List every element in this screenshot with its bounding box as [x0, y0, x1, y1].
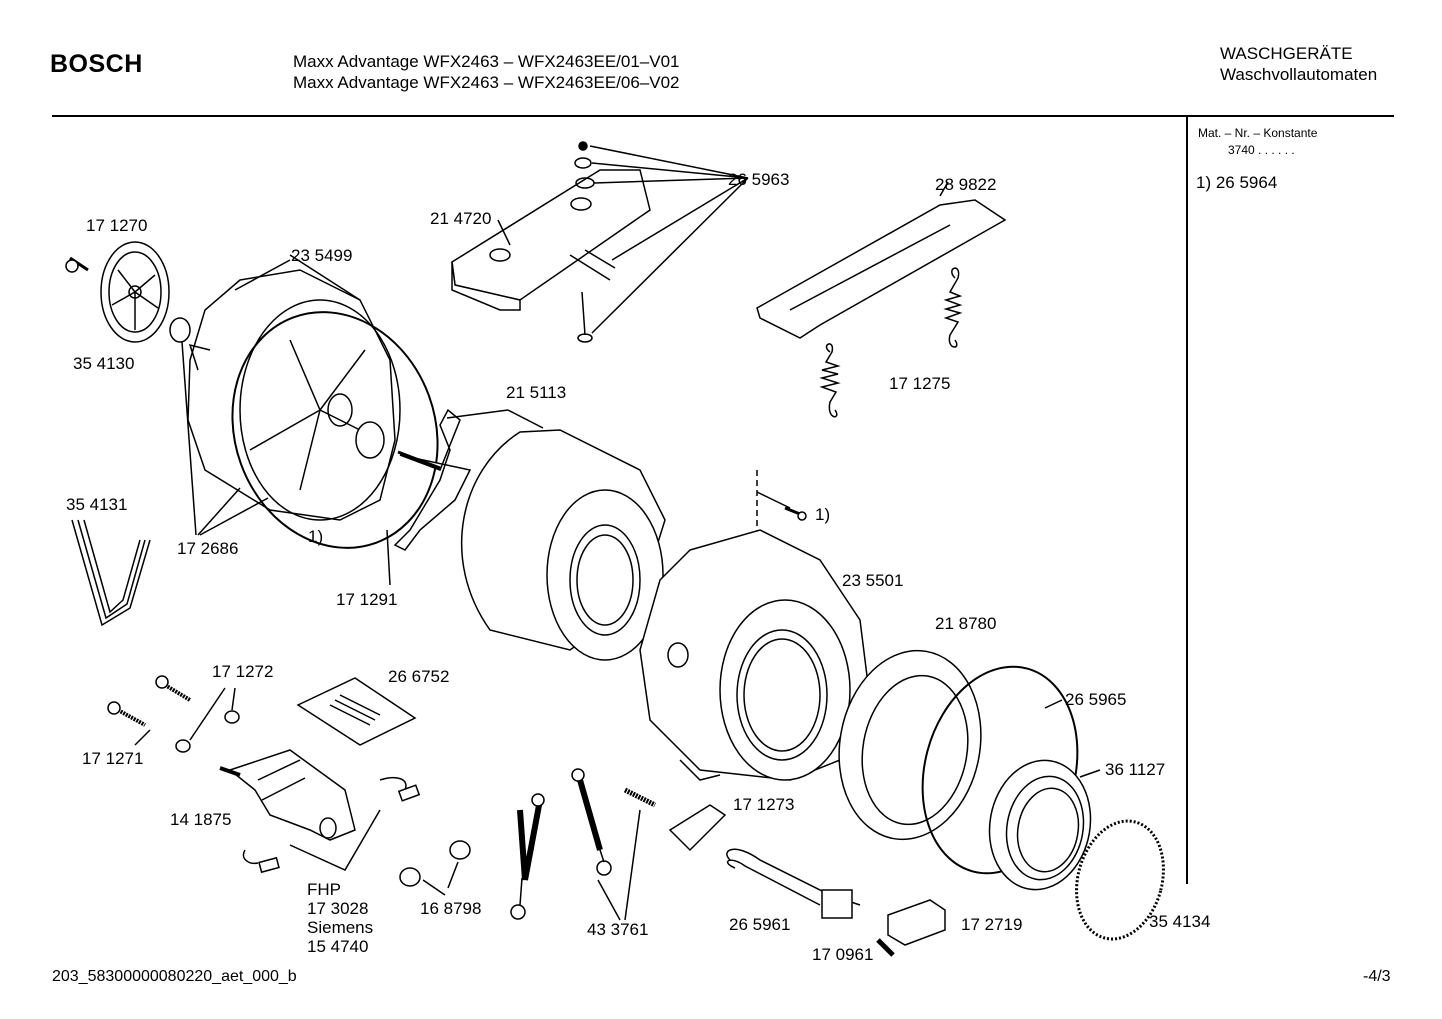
leader-168798	[423, 862, 458, 895]
model-line-2: Maxx Advantage WFX2463 – WFX2463EE/06–V0…	[293, 73, 680, 92]
bracket-part	[757, 182, 1005, 338]
label-265961: 26 5961	[729, 915, 791, 934]
documents-part	[298, 678, 415, 745]
leader-fhp	[290, 810, 380, 870]
door-bellow-part	[979, 752, 1100, 897]
label-354130: 35 4130	[73, 354, 135, 373]
subcategory-title: Waschvollautomaten	[1220, 65, 1378, 84]
motor-part	[220, 750, 355, 840]
model-line-1: Maxx Advantage WFX2463 – WFX2463EE/01–V0…	[293, 52, 680, 71]
label-214720: 21 4720	[430, 209, 492, 228]
label-171272: 17 1272	[212, 662, 274, 681]
brand-logo: BOSCH	[50, 50, 143, 78]
drum-part	[462, 430, 665, 660]
label-141875: 14 1875	[170, 810, 232, 829]
sidebar-divider	[1186, 117, 1188, 884]
label-173028: 17 3028	[307, 899, 369, 918]
label-154740: 15 4740	[307, 937, 369, 956]
temperature-sensor-part	[878, 940, 893, 955]
sensor-part	[670, 805, 725, 850]
label-171273: 17 1273	[733, 795, 795, 814]
label-168798: 16 8798	[420, 899, 482, 918]
label-170961: 17 0961	[812, 945, 874, 964]
page-number: -4/3	[1363, 968, 1391, 985]
label-siemens: Siemens	[307, 918, 374, 937]
pulley-part	[66, 242, 190, 342]
footnote-1: 1) 26 5964	[1196, 173, 1278, 192]
washer-set	[575, 142, 592, 342]
label-171291: 17 1291	[336, 590, 398, 609]
label-235501: 23 5501	[842, 571, 904, 590]
label-361127: 36 1127	[1105, 760, 1166, 779]
label-289822: 28 9822	[935, 175, 997, 194]
rear-gasket-ring	[200, 283, 470, 577]
drive-belt-part	[72, 520, 150, 625]
carbon-brush-parts	[243, 778, 419, 872]
label-172719: 17 2719	[961, 915, 1023, 934]
document-id: 203_58300000080220_aet_000_b	[52, 968, 297, 985]
label-171270: 17 1270	[86, 216, 148, 235]
label-215113: 21 5113	[506, 383, 567, 402]
leader-171272	[190, 688, 235, 740]
feet-parts	[400, 841, 470, 886]
label-354131: 35 4131	[66, 495, 128, 514]
leader-214720	[498, 220, 510, 245]
label-172686: 17 2686	[177, 539, 239, 558]
label-235499: 23 5499	[291, 246, 353, 265]
header-divider	[52, 115, 1394, 117]
leader-215113	[447, 410, 543, 428]
control-box-part	[888, 900, 945, 945]
label-171271: 17 1271	[82, 749, 144, 768]
front-ring-part	[825, 639, 996, 850]
mat-nr-title: Mat. – Nr. – Konstante	[1198, 126, 1318, 140]
screw-parts	[108, 676, 239, 752]
rear-tub-part	[188, 255, 400, 520]
leader-171291	[387, 530, 390, 585]
label-note-1a: 1)	[308, 527, 324, 546]
label-265963: 26 5963	[728, 170, 790, 189]
label-note-1b: 1)	[815, 505, 831, 524]
label-266752: 26 6752	[388, 667, 450, 686]
leader-361127	[1080, 770, 1100, 777]
label-265965: 26 5965	[1065, 690, 1127, 709]
label-171275: 17 1275	[889, 374, 951, 393]
label-fhp: FHP	[307, 880, 341, 899]
mat-nr-value: 3740 . . . . . .	[1228, 143, 1295, 157]
label-433761: 43 3761	[587, 920, 649, 939]
clamp-ring-part	[1064, 811, 1176, 949]
category-title: WASCHGERÄTE	[1220, 44, 1353, 63]
label-218780: 21 8780	[935, 614, 997, 633]
leader-433761	[598, 810, 640, 920]
spring-parts	[822, 268, 960, 417]
leader-171271	[135, 730, 150, 745]
drum-spider-part	[395, 410, 470, 550]
counterweight-top-part	[452, 170, 650, 310]
label-354134: 35 4134	[1149, 912, 1211, 931]
leader-265965	[1045, 700, 1062, 708]
front-tub-part	[640, 530, 870, 780]
shock-absorber-parts	[511, 769, 655, 919]
leader-265963	[590, 146, 748, 333]
heater-part	[727, 849, 860, 918]
leader-172686	[182, 342, 268, 535]
